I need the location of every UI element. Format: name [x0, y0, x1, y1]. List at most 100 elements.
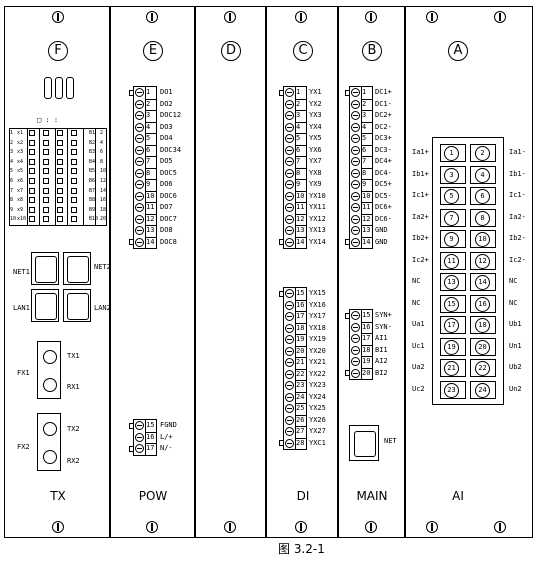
terminal-number: 8 [296, 168, 301, 177]
terminal-cell [295, 190, 306, 202]
terminal-cell [295, 98, 306, 110]
terminal-cell [361, 156, 372, 168]
terminal-number: 7 [10, 187, 14, 194]
terminal-cell [440, 165, 466, 184]
terminal-screw-icon [29, 139, 35, 146]
terminal-screw-icon [135, 134, 144, 143]
terminal-cell [145, 121, 156, 133]
terminal-label: BI2 [375, 368, 388, 377]
ethernet-port-icon[interactable] [31, 289, 59, 322]
screw-icon [146, 11, 158, 23]
terminal-number: 1 [362, 88, 367, 96]
terminal-number: 11 [296, 203, 305, 211]
terminal-cell [470, 294, 496, 313]
terminal-screw-icon [285, 226, 294, 235]
ethernet-port-icon[interactable] [63, 252, 91, 285]
terminal-cell [440, 337, 466, 356]
terminal-label: YX20 [309, 346, 326, 355]
terminal-cell [295, 403, 306, 415]
panel-letter: C [293, 41, 313, 61]
terminal-screw-icon [135, 168, 144, 178]
terminal-screw-icon [71, 178, 77, 184]
terminal-screw-icon [43, 216, 49, 223]
panel-label: AI [452, 489, 464, 503]
terminal-cell [470, 380, 496, 399]
terminal-cell [295, 121, 306, 133]
terminal-number: 13 [146, 226, 155, 234]
terminal-number: 16 [362, 322, 371, 331]
terminal-number: 10 [146, 191, 155, 200]
terminal-label: YX10 [309, 191, 326, 200]
terminal-cell [470, 337, 496, 356]
terminal-label: SYN+ [375, 311, 392, 319]
terminal-label: DO2 [160, 99, 173, 108]
terminal-number: 6 [146, 145, 151, 154]
terminal-screw-icon [285, 122, 294, 132]
screw-icon [295, 11, 307, 23]
terminal-screw-icon [285, 312, 294, 321]
terminal-screw-icon [135, 432, 144, 442]
terminal-number: 17 [296, 312, 305, 320]
terminal-number: 7 [362, 157, 367, 165]
terminal-number: 20 [100, 216, 107, 223]
terminal-label: DOC7 [160, 214, 177, 223]
terminal-number: 3 [362, 111, 367, 119]
terminal-number: 8 [100, 158, 104, 165]
terminal-cell [145, 87, 156, 99]
terminal-number: 4 [475, 167, 490, 183]
terminal-number: 18 [475, 318, 490, 333]
terminal-number: 6 [10, 178, 14, 184]
terminal-number: 22 [296, 369, 305, 378]
terminal-cell [361, 321, 372, 333]
panel-label: TX [50, 489, 66, 503]
terminal-label: YX23 [309, 381, 326, 389]
terminal-cell [361, 213, 372, 225]
terminal-screw-icon [285, 191, 294, 201]
terminal-number: 5 [146, 134, 151, 142]
screw-icon [295, 521, 307, 533]
ethernet-port-icon[interactable] [31, 252, 59, 285]
net-port-icon[interactable] [349, 425, 379, 461]
terminal-label: YX11 [309, 203, 326, 211]
terminal-number: 3 [296, 111, 301, 119]
terminal-cell [470, 251, 496, 270]
terminal-screw-icon [285, 415, 294, 425]
terminal-screw-icon [285, 404, 294, 413]
terminal-cell [470, 359, 496, 377]
terminal-cell [295, 345, 306, 357]
terminal-screw-icon [71, 216, 77, 223]
fiber-port-fx1[interactable] [37, 341, 61, 399]
terminal-screw-icon [57, 206, 63, 213]
terminal-screw-icon [285, 237, 294, 247]
terminal-cell [361, 87, 372, 99]
terminal-label: YX21 [309, 358, 326, 366]
terminal-label: x9 [17, 206, 24, 213]
terminal-screw-icon [43, 149, 49, 156]
terminal-cell [361, 98, 372, 110]
screw-icon [52, 521, 64, 533]
terminal-number: 14 [362, 237, 371, 246]
net1-label: NET1 [13, 268, 30, 276]
terminal-screw-icon [285, 289, 294, 298]
terminal-cell [295, 426, 306, 438]
terminal-screw-icon [351, 214, 360, 224]
terminal-label: AI2 [375, 357, 388, 365]
led-indicator-text: □ : : [37, 116, 59, 124]
terminal-number: 23 [444, 382, 459, 398]
terminal-screw-icon [135, 191, 144, 201]
terminal-cell [295, 225, 306, 237]
terminal-label: B6 [89, 178, 96, 184]
terminal-number: 14 [475, 275, 490, 290]
terminal-number: 1 [10, 130, 14, 136]
fiber-port-fx2[interactable] [37, 413, 61, 471]
terminal-cell [145, 213, 156, 225]
terminal-screw-icon [43, 158, 49, 165]
terminal-screw-icon [135, 226, 144, 235]
terminal-number: 11 [362, 203, 371, 211]
terminal-number: 3 [146, 111, 151, 119]
ethernet-port-icon[interactable] [63, 289, 91, 322]
